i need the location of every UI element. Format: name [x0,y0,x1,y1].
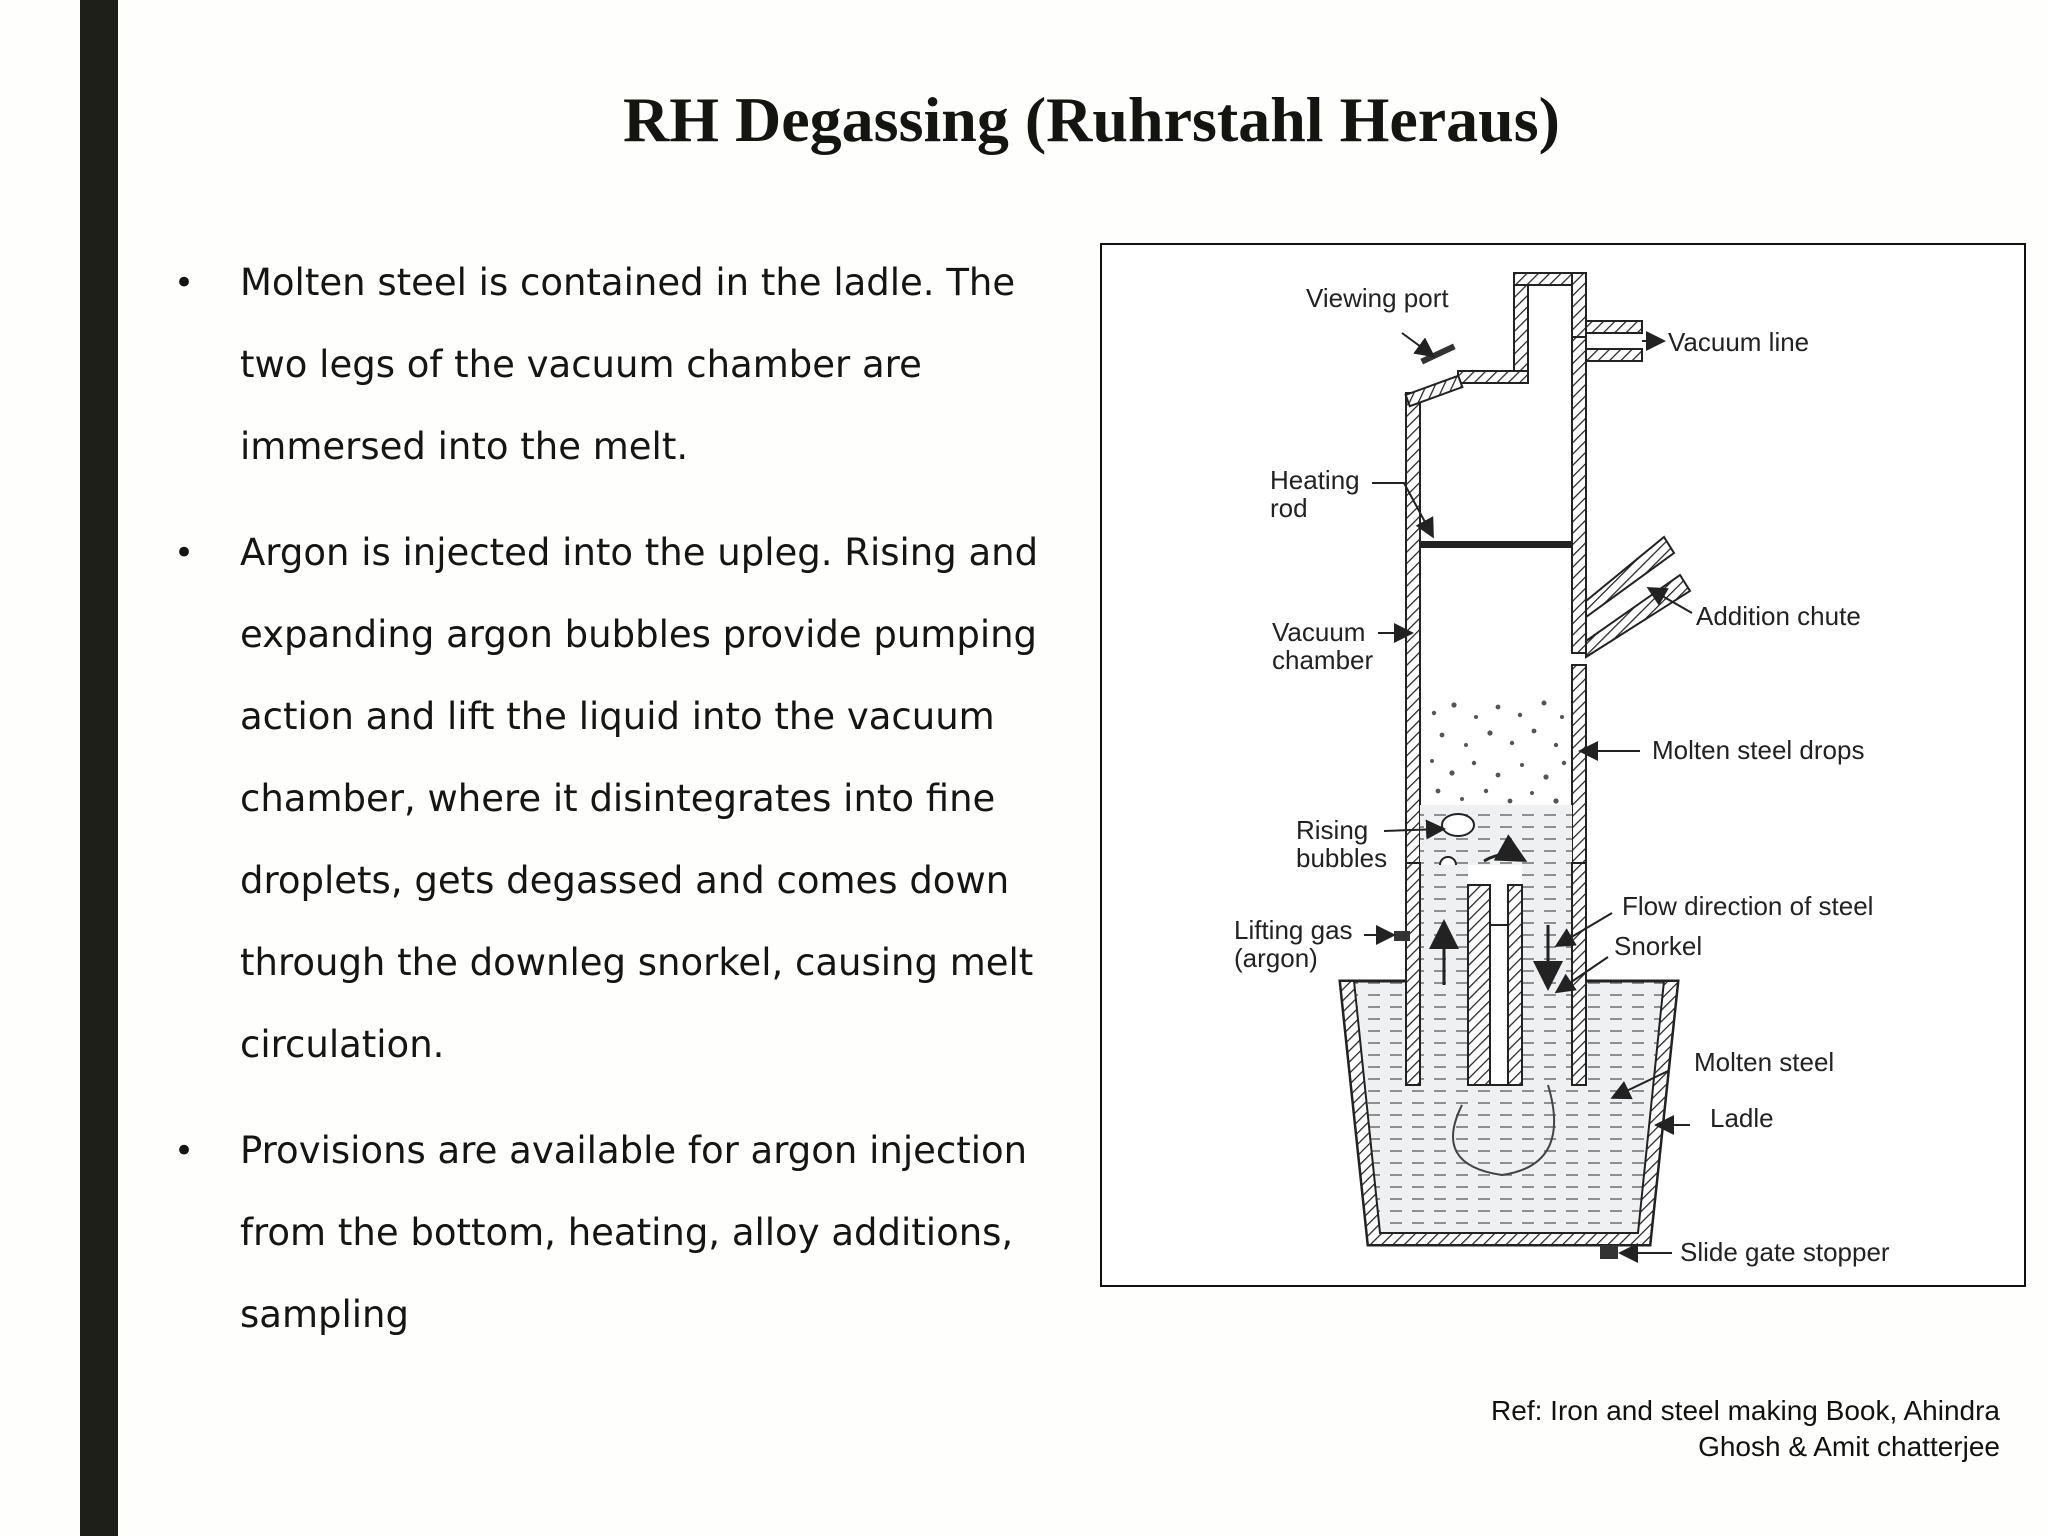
label-vacuum-line: Vacuum line [1668,327,1809,357]
bullet-item: • Provisions are available for argon inj… [170,1110,1050,1356]
bullet-dot: • [174,1131,195,1171]
label-lifting-gas-1: Lifting gas [1234,915,1353,945]
reference-line-2: Ghosh & Amit chatterjee [1698,1431,2000,1462]
heating-rod [1420,541,1572,548]
label-heating-rod-1: Heating [1270,465,1360,495]
reference-note: Ref: Iron and steel making Book, Ahindra… [1300,1393,2000,1465]
label-lifting-gas-2: (argon) [1234,943,1318,973]
label-rising-bubbles-1: Rising [1296,815,1368,845]
bullet-item: • Molten steel is contained in the ladle… [170,242,1050,488]
label-vacuum-chamber-1: Vacuum [1272,617,1365,647]
label-molten-steel: Molten steel [1694,1047,1834,1077]
label-flow-direction: Flow direction of steel [1622,891,1873,921]
rh-degasser-diagram: Viewing port Vacuum line Heating rod Add… [1100,243,2026,1287]
bullet-list: • Molten steel is contained in the ladle… [170,242,1050,1380]
bullet-dot: • [174,533,195,573]
slide-title: RH Degassing (Ruhrstahl Heraus) [623,84,1560,155]
bullet-item: • Argon is injected into the upleg. Risi… [170,512,1050,1086]
label-snorkel: Snorkel [1614,931,1702,961]
label-vacuum-chamber-2: chamber [1272,645,1373,675]
left-accent-bar [80,0,118,1536]
vacuum-vessel [1404,272,1692,902]
label-rising-bubbles-2: bubbles [1296,843,1387,873]
label-heating-rod-2: rod [1270,493,1308,523]
molten-steel-drops [1430,700,1567,804]
label-viewing-port: Viewing port [1306,283,1449,313]
viewing-port [1420,343,1456,365]
label-ladle: Ladle [1710,1103,1774,1133]
bullet-text: Molten steel is contained in the ladle. … [240,261,1016,468]
label-addition-chute: Addition chute [1696,601,1861,631]
diagram-svg: Viewing port Vacuum line Heating rod Add… [1234,272,1890,1267]
bullet-text: Provisions are available for argon injec… [240,1129,1028,1336]
reference-line-1: Ref: Iron and steel making Book, Ahindra [1491,1395,2000,1426]
bullet-dot: • [174,263,195,303]
label-slide-gate-stopper: Slide gate stopper [1680,1237,1890,1267]
label-molten-steel-drops: Molten steel drops [1652,735,1864,765]
slide-gate-stopper [1600,1245,1618,1259]
bullet-text: Argon is injected into the upleg. Rising… [240,531,1039,1066]
